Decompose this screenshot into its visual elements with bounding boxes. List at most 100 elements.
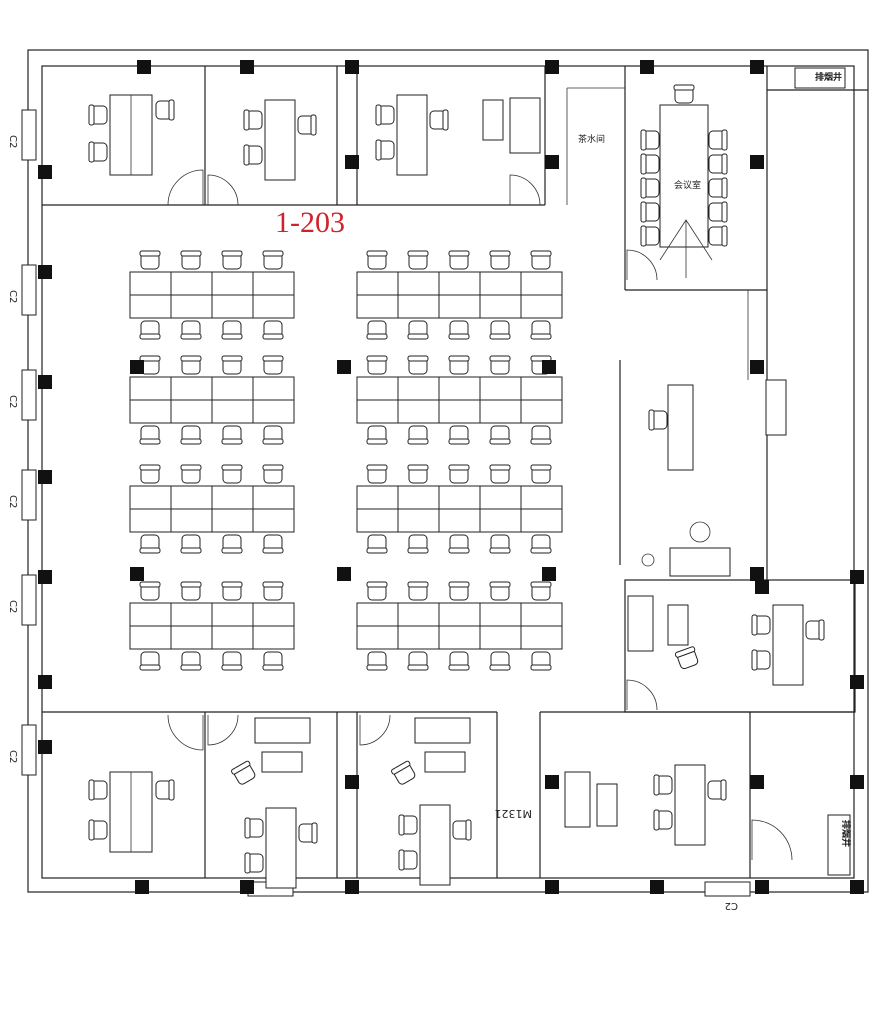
- chair-back: [407, 547, 429, 554]
- door-swing: [626, 679, 658, 711]
- chair-back: [398, 814, 405, 836]
- desk: [397, 625, 440, 650]
- desk: [129, 625, 172, 650]
- chair: [298, 822, 318, 844]
- chair: [262, 651, 284, 671]
- chair-back: [375, 139, 382, 161]
- chair-back: [366, 250, 388, 257]
- plant: [689, 521, 711, 543]
- chair-back: [262, 464, 284, 471]
- chair: [221, 464, 243, 484]
- chair: [674, 646, 699, 670]
- column: [240, 60, 254, 74]
- column: [130, 567, 144, 581]
- chair-back: [653, 774, 660, 796]
- chair-back: [366, 464, 388, 471]
- column: [650, 880, 664, 894]
- chair-back: [139, 547, 161, 554]
- desk: [419, 804, 451, 886]
- shaft-label-bottom: 排烟井: [840, 820, 852, 847]
- desk: [438, 294, 481, 319]
- column: [38, 570, 52, 584]
- door-swing: [509, 174, 541, 206]
- chair-back: [180, 464, 202, 471]
- chair-back: [180, 355, 202, 362]
- chair: [489, 464, 511, 484]
- chair: [243, 144, 263, 166]
- chair-back: [88, 819, 95, 841]
- chair-back: [448, 355, 470, 362]
- chair: [221, 534, 243, 554]
- column: [750, 360, 764, 374]
- desk: [252, 271, 295, 296]
- window-label-c2: C2: [7, 395, 18, 408]
- chair: [707, 779, 727, 801]
- columns: [38, 60, 864, 894]
- column: [850, 570, 864, 584]
- desk: [479, 508, 522, 533]
- chair-back: [262, 581, 284, 588]
- desk: [674, 764, 706, 846]
- column: [38, 675, 52, 689]
- column: [542, 360, 556, 374]
- chair-back: [168, 779, 175, 801]
- chair-back: [221, 438, 243, 445]
- desk: [520, 271, 563, 296]
- column: [38, 165, 52, 179]
- chair-back: [721, 201, 728, 223]
- sofa: [669, 547, 731, 577]
- chair: [489, 534, 511, 554]
- chair-back: [530, 664, 552, 671]
- column: [345, 60, 359, 74]
- chair: [262, 250, 284, 270]
- office-room: [624, 579, 856, 713]
- chair: [708, 177, 728, 199]
- window-c2: [21, 469, 37, 521]
- window-c2: [704, 881, 751, 897]
- chair-back: [751, 614, 758, 636]
- desk: [252, 602, 295, 627]
- chair: [139, 355, 161, 375]
- chair: [640, 177, 660, 199]
- chair-back: [139, 438, 161, 445]
- desk: [356, 508, 399, 533]
- chair: [88, 819, 108, 841]
- chair: [262, 425, 284, 445]
- column: [750, 775, 764, 789]
- window-c2: [21, 574, 37, 626]
- chair-back: [366, 664, 388, 671]
- desk: [479, 602, 522, 627]
- column: [545, 880, 559, 894]
- chair: [221, 320, 243, 340]
- chair: [489, 581, 511, 601]
- desk: [252, 376, 295, 401]
- chair: [180, 320, 202, 340]
- desk: [479, 271, 522, 296]
- chair-back: [489, 581, 511, 588]
- chair-back: [407, 355, 429, 362]
- chair: [448, 464, 470, 484]
- desk: [479, 294, 522, 319]
- chair-back: [221, 333, 243, 340]
- chair: [708, 153, 728, 175]
- column: [137, 60, 151, 74]
- desk: [520, 294, 563, 319]
- desk: [170, 376, 213, 401]
- chair-back: [530, 355, 552, 362]
- chair: [366, 320, 388, 340]
- door-swing: [751, 819, 793, 861]
- desk: [211, 602, 254, 627]
- shaft-top: [794, 67, 846, 89]
- chair-back: [721, 225, 728, 247]
- chair-back: [448, 438, 470, 445]
- column: [135, 880, 149, 894]
- chair: [708, 225, 728, 247]
- chair: [366, 425, 388, 445]
- sofa: [414, 717, 471, 744]
- chair: [180, 651, 202, 671]
- desk: [520, 508, 563, 533]
- chair: [489, 425, 511, 445]
- desk: [129, 485, 172, 510]
- window-c2: [21, 109, 37, 161]
